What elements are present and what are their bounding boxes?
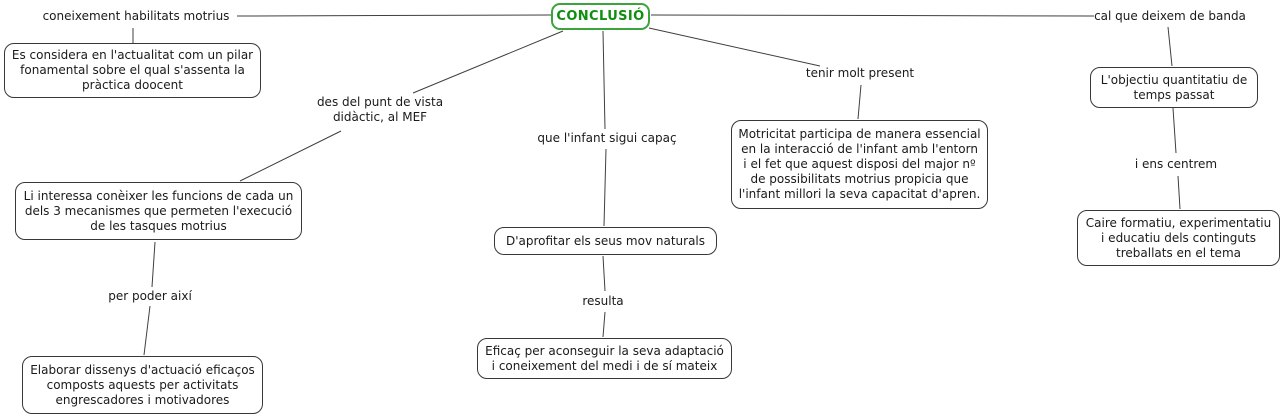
node-es-considera[interactable]: Es considera en l'actualitat com un pila… [4,43,261,98]
edge-aprofitar-resulta [602,255,606,292]
edge-resulta-eficac [602,311,606,338]
edge-conclusio-tenir [648,27,821,67]
edge-calque-objectiu [1167,26,1173,67]
link-i-ens-centrem[interactable]: i ens centrem [1134,157,1218,171]
node-aprofitar-moviments[interactable]: D'aprofitar els seus mov naturals [494,227,717,255]
node-eficac-adaptacio[interactable]: Eficaç per aconseguir la seva adaptació … [477,338,732,379]
edge-conclusio-queinfant [602,30,606,130]
node-caire-formatiu[interactable]: Caire formatiu, experimentatiu i educati… [1077,210,1280,266]
edge-queinfant-aprofitar [603,148,607,227]
edge-desdel-liinteressa [239,130,342,182]
link-tenir-molt-present[interactable]: tenir molt present [805,66,915,80]
edge-coneixement-conclusio [236,14,552,17]
node-motricitat[interactable]: Motricitat participa de manera essencial… [731,120,988,209]
node-objectiu-quantitatiu[interactable]: L'objectiu quantitatiu de temps passat [1090,67,1258,108]
edge-conclusio-calque [650,14,1095,17]
edge-conclusio-desdel [412,30,564,94]
link-des-del-punt[interactable]: des del punt de vista didàctic, al MEF [316,95,444,124]
edge-ienscentrem-caire [1177,175,1181,210]
edge-perpoder-elaborar [143,305,151,356]
link-coneixement-habilitats[interactable]: coneixement habilitats motrius [42,9,230,23]
node-li-interessa[interactable]: Li interessa conèixer les funcions de ca… [15,182,302,240]
link-per-poder-aixi[interactable]: per poder així [108,289,192,303]
node-conclusio[interactable]: CONCLUSIÓ [551,3,650,30]
link-resulta[interactable]: resulta [582,294,624,308]
edge-tenir-motricitat [857,84,862,120]
link-cal-que-deixem[interactable]: cal que deixem de banda [1094,9,1246,23]
edge-liinteressa-perpoder [151,241,156,288]
link-que-infant-capac[interactable]: que l'infant sigui capaç [537,131,677,145]
node-elaborar-dissenys[interactable]: Elaborar dissenys d'actuació eficaços co… [22,356,263,414]
edge-objectiu-ienscentrem [1172,107,1177,154]
